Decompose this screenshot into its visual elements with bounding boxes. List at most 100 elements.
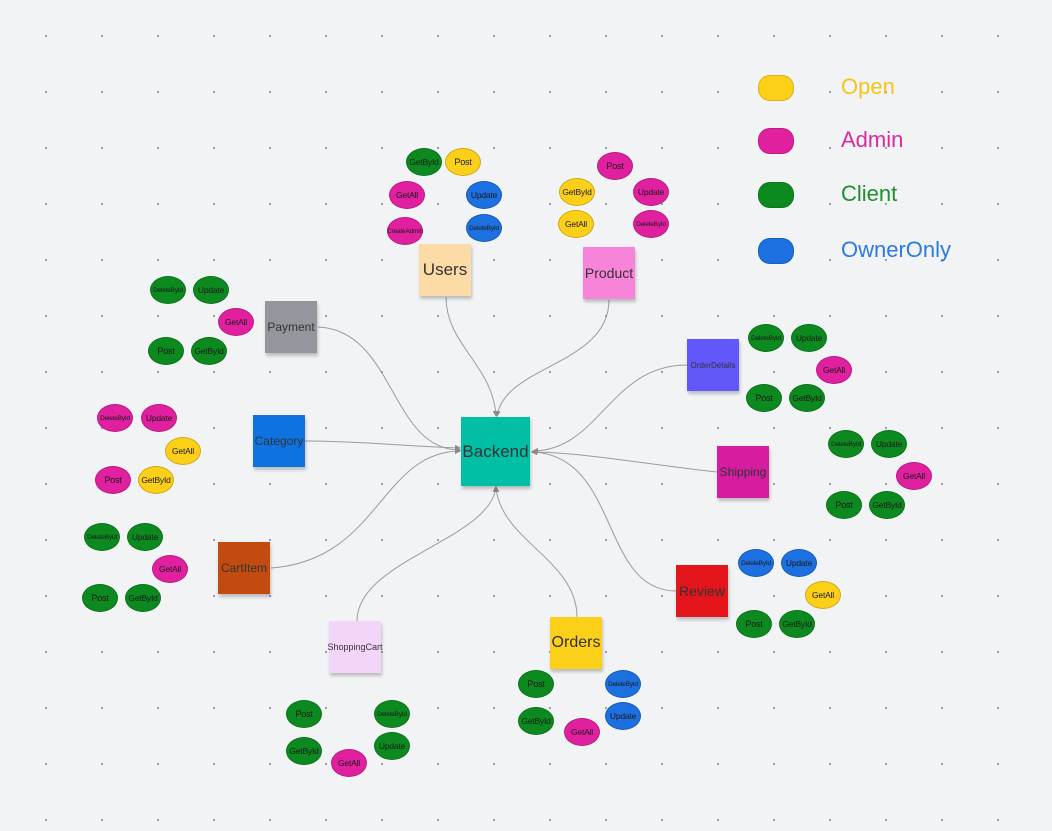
method-pill-category-post[interactable]: Post: [95, 466, 131, 494]
method-pill-shoppingcart-update[interactable]: Update: [374, 732, 410, 760]
method-pill-product-update[interactable]: Update: [633, 178, 669, 206]
sticky-product[interactable]: Product: [583, 247, 635, 299]
method-pill-shoppingcart-getbyid[interactable]: GetById: [286, 737, 322, 765]
method-pill-product-getall[interactable]: GetAll: [558, 210, 594, 238]
method-label: Update: [875, 439, 903, 449]
sticky-label: Users: [422, 260, 468, 279]
method-pill-product-getbyid[interactable]: GetById: [559, 178, 595, 206]
connector-review-to-backend: [531, 449, 677, 592]
method-pill-review-deletebyid[interactable]: DeleteById: [738, 549, 774, 577]
sticky-shoppingcart[interactable]: ShoppingCart: [327, 621, 383, 673]
legend-swatch-client: [758, 182, 794, 208]
method-label: GetAll: [338, 758, 360, 768]
method-pill-payment-deletebyid[interactable]: DeleteById: [150, 276, 186, 304]
method-pill-shipping-deletebyid[interactable]: DeleteById: [828, 430, 864, 458]
method-label: GetAll: [396, 190, 418, 200]
method-label: DeleteById: [751, 334, 781, 342]
method-label: GetAll: [571, 727, 593, 737]
method-label: GetById: [872, 500, 902, 510]
method-pill-users-post[interactable]: Post: [445, 148, 481, 176]
method-label: Update: [637, 187, 665, 197]
method-label: CreateAdmin: [387, 227, 423, 235]
method-label: Post: [157, 346, 175, 356]
method-label: GetById: [782, 619, 812, 629]
method-pill-shipping-getall[interactable]: GetAll: [896, 462, 932, 490]
method-pill-product-deletebyid[interactable]: DeleteById: [633, 210, 669, 238]
method-pill-orders-post[interactable]: Post: [518, 670, 554, 698]
method-pill-payment-post[interactable]: Post: [148, 337, 184, 365]
sticky-cartitem[interactable]: CartItem: [218, 542, 270, 594]
method-pill-shipping-update[interactable]: Update: [871, 430, 907, 458]
method-pill-users-update[interactable]: Update: [466, 181, 502, 209]
sticky-backend[interactable]: Backend: [461, 417, 530, 486]
method-pill-orders-getall[interactable]: GetAll: [564, 718, 600, 746]
method-pill-category-update[interactable]: Update: [141, 404, 177, 432]
method-label: Post: [835, 500, 853, 510]
method-pill-cartitem-update[interactable]: Update: [127, 523, 163, 551]
method-label: Post: [104, 475, 122, 485]
method-label: DeleteById: [100, 414, 130, 422]
method-pill-cartitem-getall[interactable]: GetAll: [152, 555, 188, 583]
method-pill-orderdetails-deletebyid[interactable]: DeleteById: [748, 324, 784, 352]
method-label: GetById: [792, 393, 822, 403]
sticky-shipping[interactable]: Shipping: [717, 446, 769, 498]
sticky-label: Payment: [267, 320, 315, 334]
method-label: GetById: [194, 346, 224, 356]
method-pill-review-getall[interactable]: GetAll: [805, 581, 841, 609]
method-label: DeleteById: [469, 224, 499, 232]
method-pill-users-deletebyid[interactable]: DeleteById: [466, 214, 502, 242]
sticky-orderdetails[interactable]: OrderDetails: [687, 339, 739, 391]
sticky-orders[interactable]: Orders: [550, 617, 602, 669]
sticky-review[interactable]: Review: [676, 565, 728, 617]
sticky-category[interactable]: Category: [253, 415, 305, 467]
method-pill-orders-deletebyid[interactable]: DeleteById: [605, 670, 641, 698]
method-pill-cartitem-post[interactable]: Post: [82, 584, 118, 612]
method-pill-payment-getall[interactable]: GetAll: [218, 308, 254, 336]
method-label: Update: [378, 741, 406, 751]
method-pill-product-post[interactable]: Post: [597, 152, 633, 180]
method-label: DeleteById: [377, 710, 407, 718]
method-pill-shoppingcart-post[interactable]: Post: [286, 700, 322, 728]
legend-swatch-owner: [758, 238, 794, 264]
method-pill-category-deletebyid[interactable]: DeleteById: [97, 404, 133, 432]
method-label: GetById: [562, 187, 592, 197]
sticky-label: Category: [254, 434, 304, 448]
method-pill-orders-getbyid[interactable]: GetById: [518, 707, 554, 735]
method-pill-payment-update[interactable]: Update: [193, 276, 229, 304]
method-pill-review-update[interactable]: Update: [781, 549, 817, 577]
method-pill-users-getall[interactable]: GetAll: [389, 181, 425, 209]
method-label: Update: [609, 711, 637, 721]
method-pill-shipping-post[interactable]: Post: [826, 491, 862, 519]
method-pill-cartitem-deletebyid[interactable]: DeleteById: [84, 523, 120, 551]
connector-orderdetails-to-backend: [532, 364, 688, 454]
method-label: GetById: [141, 475, 171, 485]
method-label: Post: [755, 393, 773, 403]
method-pill-payment-getbyid[interactable]: GetById: [191, 337, 227, 365]
method-pill-shoppingcart-deletebyid[interactable]: DeleteById: [374, 700, 410, 728]
method-label: Update: [131, 532, 159, 542]
sticky-payment[interactable]: Payment: [265, 301, 317, 353]
sticky-label: Review: [679, 583, 725, 599]
method-label: GetById: [289, 746, 319, 756]
method-pill-category-getbyid[interactable]: GetById: [138, 466, 174, 494]
method-pill-orderdetails-getall[interactable]: GetAll: [816, 356, 852, 384]
method-pill-review-post[interactable]: Post: [736, 610, 772, 638]
method-pill-shipping-getbyid[interactable]: GetById: [869, 491, 905, 519]
method-pill-orderdetails-getbyid[interactable]: GetById: [789, 384, 825, 412]
method-pill-cartitem-getbyid[interactable]: GetById: [125, 584, 161, 612]
method-pill-orders-update[interactable]: Update: [605, 702, 641, 730]
method-pill-category-getall[interactable]: GetAll: [165, 437, 201, 465]
method-pill-orderdetails-update[interactable]: Update: [791, 324, 827, 352]
method-pill-users-createadmin[interactable]: CreateAdmin: [387, 217, 423, 245]
legend-label-open: Open: [841, 74, 895, 99]
method-label: GetAll: [159, 564, 181, 574]
method-pill-users-getbyid[interactable]: GetById: [406, 148, 442, 176]
method-label: GetAll: [903, 471, 925, 481]
legend-swatch-admin: [758, 128, 794, 154]
method-pill-orderdetails-post[interactable]: Post: [746, 384, 782, 412]
sticky-users[interactable]: Users: [419, 244, 471, 296]
method-pill-review-getbyid[interactable]: GetById: [779, 610, 815, 638]
method-pill-shoppingcart-getall[interactable]: GetAll: [331, 749, 367, 777]
method-label: GetAll: [823, 365, 845, 375]
method-label: Post: [606, 161, 624, 171]
